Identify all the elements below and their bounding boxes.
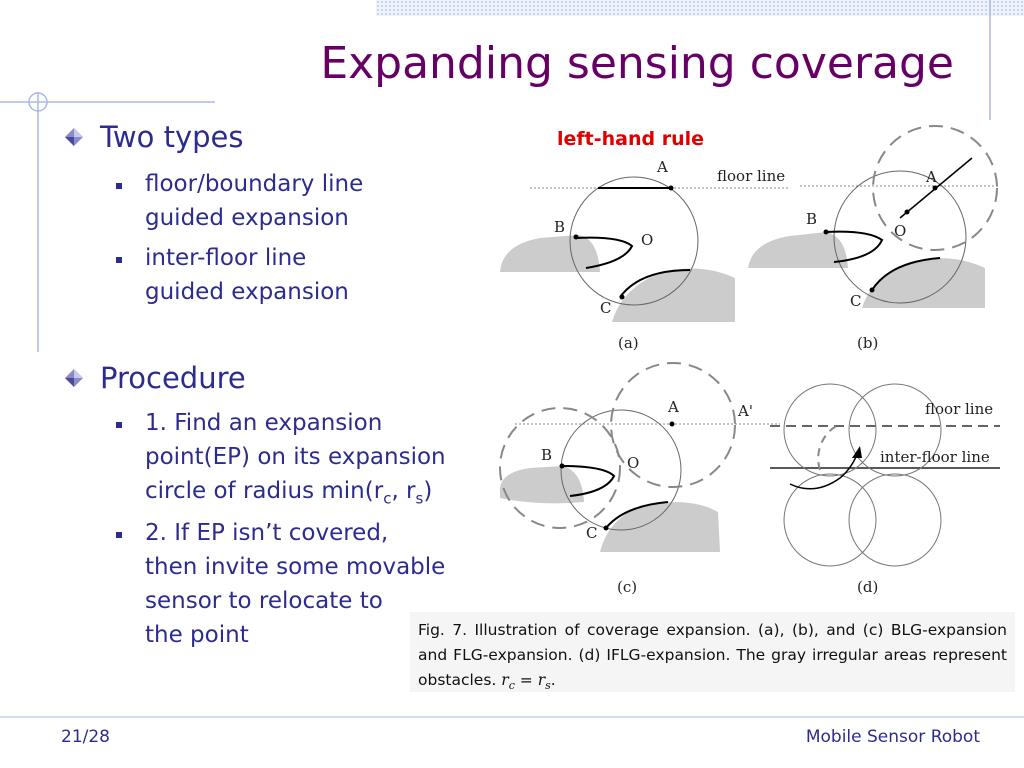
floor-line-label-d: floor line: [925, 400, 993, 418]
point-label-c: C: [586, 524, 597, 542]
point-label-c: C: [850, 292, 861, 310]
sub-bullet-inter-floor: inter-floor line guided expansion: [145, 245, 349, 305]
panel-a: A B O C floor line (a): [500, 158, 790, 352]
panel-b: A B O C (b): [748, 125, 1000, 352]
point-label-o: O: [641, 231, 653, 249]
panel-label-a: (a): [618, 334, 639, 352]
point-label-o: O: [894, 222, 906, 240]
inter-floor-line-label: inter-floor line: [880, 448, 990, 466]
slide-page-number: 21/28: [61, 727, 110, 747]
point-label-b: B: [806, 210, 817, 228]
square-bullet-icon: [116, 422, 122, 428]
point-label-a: A: [656, 158, 668, 176]
point-label-a: A: [667, 398, 679, 416]
sub-bullet-step-2: 2. If EP isn’t covered, then invite some…: [145, 520, 446, 648]
sub-bullet-floor-boundary: floor/boundary line guided expansion: [145, 171, 364, 231]
square-bullet-icon: [116, 183, 122, 189]
slide-title: Expanding sensing coverage: [320, 38, 954, 89]
square-bullet-icon: [116, 532, 122, 538]
diamond-bullet-icon: [65, 369, 83, 387]
bullet-two-types: Two types: [100, 120, 244, 154]
figure-caption: Fig. 7. Illustration of coverage expansi…: [410, 612, 1015, 692]
point-label-a-prime: A': [737, 402, 753, 420]
panel-label-c: (c): [617, 578, 637, 596]
bullet-procedure: Procedure: [100, 361, 246, 395]
footer-course-title: Mobile Sensor Robot: [805, 727, 980, 747]
floor-line-label: floor line: [717, 167, 785, 185]
point-label-b: B: [554, 218, 565, 236]
square-bullet-icon: [116, 257, 122, 263]
sub-bullet-step-1: 1. Find an expansion point(EP) on its ex…: [145, 410, 446, 508]
decorative-header-band: [376, 0, 1024, 16]
point-label-o: O: [627, 454, 639, 472]
diamond-bullet-icon: [65, 128, 83, 146]
panel-label-b: (b): [857, 334, 878, 352]
panel-c: A A' B O C (c): [499, 362, 780, 596]
panel-label-d: (d): [857, 578, 878, 596]
point-label-c: C: [600, 299, 611, 317]
left-hand-rule-label: left-hand rule: [557, 128, 705, 150]
point-label-b: B: [541, 446, 552, 464]
panel-d: floor line inter-floor line (d): [770, 383, 1000, 596]
point-label-a: A: [925, 168, 937, 186]
